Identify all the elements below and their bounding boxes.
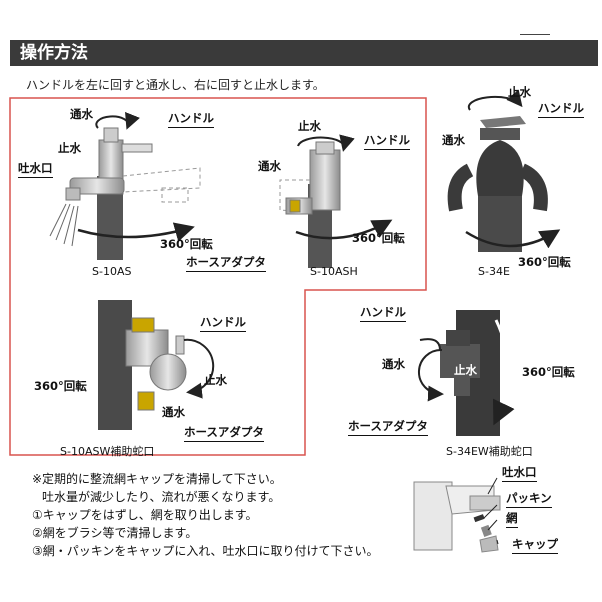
- maintenance-line-4: ②網をブラシ等で清掃します。: [32, 526, 198, 540]
- s34ew-rotation-label: 360°回転: [522, 365, 575, 379]
- faucet-s10ash: [279, 134, 393, 268]
- maintenance-line-5: ③網・パッキンをキャップに入れ、吐水口に取り付けて下さい。: [32, 544, 379, 558]
- s10asw-adapter-label: ホースアダプタ: [184, 424, 264, 442]
- part-spout-label: 吐水口: [502, 464, 537, 482]
- s34e-handle-label: ハンドル: [538, 100, 584, 118]
- maintenance-line-2: 吐水量が減少したり、流れが悪くなります。: [42, 490, 281, 504]
- part-mesh-label: 網: [506, 510, 518, 528]
- s34ew-model: S-34EW補助蛇口: [446, 445, 533, 458]
- s10asw-rotation-label: 360°回転: [34, 379, 87, 393]
- s34e-stop-label: 止水: [508, 85, 531, 99]
- maintenance-line-3: ①キャップをはずし、網を取り出します。: [32, 508, 258, 522]
- faucet-s10asw: [98, 300, 215, 430]
- s10ash-handle-label: ハンドル: [364, 132, 410, 150]
- s10asw-handle-label: ハンドル: [200, 314, 246, 332]
- s10ash-flow-label: 通水: [258, 159, 281, 173]
- s10ash-stop-label: 止水: [298, 119, 321, 133]
- faucet-s10as: [49, 111, 201, 260]
- part-packing-label: パッキン: [506, 490, 552, 508]
- s10asw-flow-label: 通水: [162, 405, 185, 419]
- intro-text: ハンドルを左に回すと通水し、右に回すと止水します。: [26, 78, 325, 92]
- s10asw-stop-label: 止水: [204, 373, 227, 387]
- s34ew-handle-label: ハンドル: [360, 304, 406, 322]
- faucet-s34e: [447, 89, 561, 252]
- s10as-handle-label: ハンドル: [168, 110, 214, 128]
- s34e-flow-label: 通水: [442, 133, 465, 147]
- s34ew-adapter-label: ホースアダプタ: [348, 418, 428, 436]
- s34ew-flow-label: 通水: [382, 357, 405, 371]
- maintenance-line-1: ※定期的に整流網キャップを清掃して下さい。: [32, 472, 282, 486]
- top-rule: [520, 34, 550, 35]
- s10as-stop-label: 止水: [58, 141, 81, 155]
- s10as-spout-label: 吐水口: [18, 160, 53, 178]
- s34ew-stop-label: 止水: [454, 363, 477, 377]
- s34e-model: S-34E: [478, 265, 510, 278]
- s10ash-model: S-10ASH: [310, 265, 358, 278]
- s10as-flow-label: 通水: [70, 107, 93, 121]
- s10asw-model: S-10ASW補助蛇口: [60, 445, 155, 458]
- page-title: 操作方法: [10, 40, 598, 66]
- s34e-rotation-label: 360°回転: [518, 255, 571, 269]
- s10ash-adapter-label: ホースアダプタ: [186, 254, 266, 272]
- s10ash-rotation-label: 360°回転: [352, 231, 405, 245]
- part-cap-label: キャップ: [512, 536, 558, 554]
- faucet-s34ew: [418, 310, 515, 436]
- spout-parts-diagram: [413, 477, 501, 553]
- s10as-rotation-label: 360°回転: [160, 237, 213, 251]
- highlight-frame: [9, 97, 427, 456]
- s10as-model: S-10AS: [92, 265, 132, 278]
